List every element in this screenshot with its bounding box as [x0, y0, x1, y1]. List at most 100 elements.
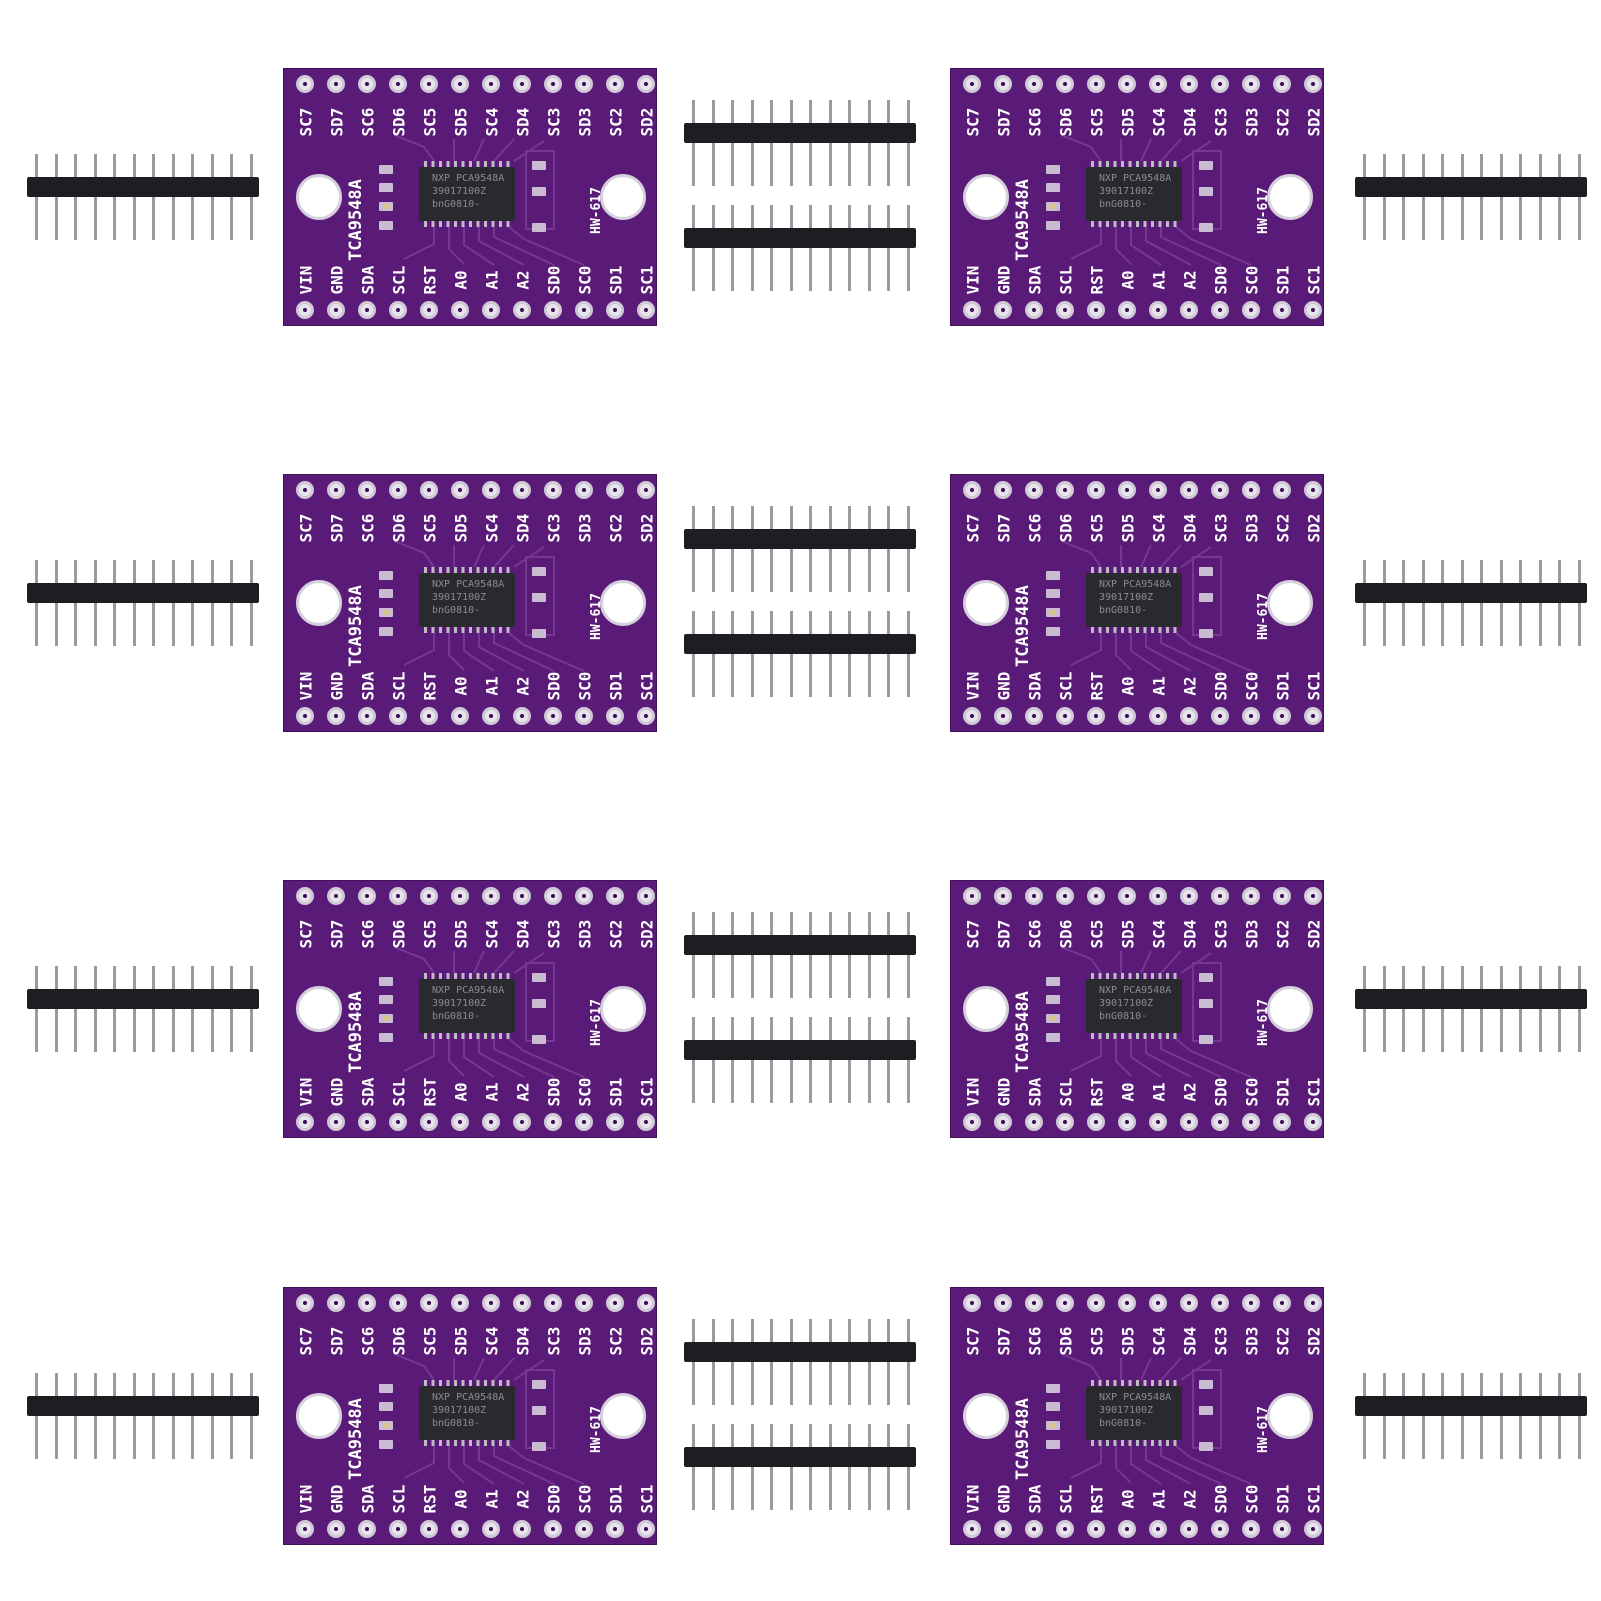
pin-label-sd5: SD5	[451, 513, 470, 543]
pin-label-sc2: SC2	[606, 513, 625, 543]
solder-pad	[606, 887, 624, 905]
solder-pad	[1304, 75, 1322, 93]
pin-label-sc4: SC4	[482, 107, 501, 137]
pin-label-vin: VIN	[296, 671, 315, 701]
header-pin	[770, 1424, 773, 1510]
header-pin	[887, 1017, 890, 1103]
pin-label-sc0: SC0	[1242, 671, 1261, 701]
pin-label-sda: SDA	[1025, 1077, 1044, 1107]
pin-label-sd3: SD3	[575, 107, 594, 137]
pin-label-sd2: SD2	[637, 513, 656, 543]
solder-pad	[451, 1113, 469, 1131]
pin-label-sc7: SC7	[963, 919, 982, 949]
solder-pad	[994, 707, 1012, 725]
pin-label-sd1: SD1	[606, 1077, 625, 1107]
pin-label-sc2: SC2	[1273, 919, 1292, 949]
pin-label-a2: A2	[1180, 270, 1199, 290]
solder-pad	[606, 707, 624, 725]
header-pin	[750, 1424, 754, 1510]
header-pin	[1499, 1373, 1503, 1459]
header-pin	[731, 912, 734, 998]
chip-marking: NXP PCA9548A	[1099, 985, 1172, 996]
header-pin	[230, 966, 233, 1052]
pin-label-sc1: SC1	[1304, 1077, 1323, 1107]
pin-label-sc2: SC2	[1273, 513, 1292, 543]
pin-label-vin: VIN	[963, 671, 982, 701]
solder-pad	[513, 75, 531, 93]
header-pin	[867, 205, 871, 291]
pin-label-sd6: SD6	[1056, 513, 1075, 543]
pin-label-rst: RST	[1087, 265, 1106, 295]
header-pin	[171, 966, 175, 1052]
pin-label-sd6: SD6	[389, 513, 408, 543]
pin-label-sd4: SD4	[513, 107, 532, 137]
pin-label-a1: A1	[482, 270, 501, 290]
header-pin	[789, 100, 793, 186]
ic-chip	[419, 573, 515, 627]
ic-chip	[419, 167, 515, 221]
pin-label-a2: A2	[513, 676, 532, 696]
solder-pad	[1056, 887, 1074, 905]
solder-pad	[513, 481, 531, 499]
chip-marking: 39017100Z	[432, 1405, 487, 1416]
pin-label-sc4: SC4	[482, 1326, 501, 1356]
header-pin	[1519, 560, 1522, 646]
header-pin	[711, 1017, 715, 1103]
header-pin	[750, 611, 754, 697]
header-pin	[828, 912, 832, 998]
solder-pad	[1118, 301, 1136, 319]
solder-pad	[1056, 1113, 1074, 1131]
solder-pad	[994, 1520, 1012, 1538]
solder-pad	[1087, 301, 1105, 319]
pin-header	[1355, 560, 1587, 646]
solder-pad	[420, 301, 438, 319]
header-plastic-strip	[684, 1447, 916, 1467]
pin-label-vin: VIN	[963, 1484, 982, 1514]
pin-label-sd0: SD0	[544, 265, 563, 295]
chip-marking: NXP PCA9548A	[1099, 173, 1172, 184]
pin-label-gnd: GND	[327, 671, 346, 701]
solder-pad	[1118, 1294, 1136, 1312]
pin-label-sd3: SD3	[1242, 919, 1261, 949]
pin-label-rst: RST	[420, 671, 439, 701]
pin-label-sc6: SC6	[358, 513, 377, 543]
pcb-traces	[379, 946, 585, 1078]
pin-label-sd4: SD4	[1180, 107, 1199, 137]
header-pin	[731, 205, 734, 291]
pin-label-sda: SDA	[358, 671, 377, 701]
header-pin	[828, 1017, 832, 1103]
header-pin	[906, 205, 910, 291]
board-part-label: TCA9548A	[1013, 179, 1033, 261]
chip-marking: NXP PCA9548A	[432, 985, 505, 996]
solder-pad	[637, 1294, 655, 1312]
header-pin	[54, 154, 58, 240]
header-pin	[887, 1424, 890, 1510]
header-pin	[191, 154, 194, 240]
pin-label-a1: A1	[1149, 1489, 1168, 1509]
solder-pad	[327, 707, 345, 725]
header-pin	[731, 611, 734, 697]
solder-pad	[544, 887, 562, 905]
solder-pad	[389, 707, 407, 725]
solder-pad	[358, 481, 376, 499]
header-pin	[171, 154, 175, 240]
mounting-hole	[1267, 986, 1313, 1032]
solder-pad	[575, 887, 593, 905]
solder-pad	[575, 707, 593, 725]
pin-label-sd2: SD2	[1304, 513, 1323, 543]
header-pin	[210, 966, 214, 1052]
header-pin	[867, 100, 871, 186]
header-pin	[1558, 1373, 1561, 1459]
pin-label-sc6: SC6	[1025, 107, 1044, 137]
pin-label-sd4: SD4	[1180, 1326, 1199, 1356]
header-pin	[1382, 1373, 1386, 1459]
pin-label-sd4: SD4	[513, 1326, 532, 1356]
pin-label-scl: SCL	[1056, 265, 1075, 295]
header-pin	[887, 912, 890, 998]
solder-pad	[513, 301, 531, 319]
pin-label-sda: SDA	[358, 1077, 377, 1107]
header-pin	[789, 205, 793, 291]
pin-label-vin: VIN	[963, 265, 982, 295]
pin-label-sd3: SD3	[575, 1326, 594, 1356]
solder-pad	[420, 1520, 438, 1538]
